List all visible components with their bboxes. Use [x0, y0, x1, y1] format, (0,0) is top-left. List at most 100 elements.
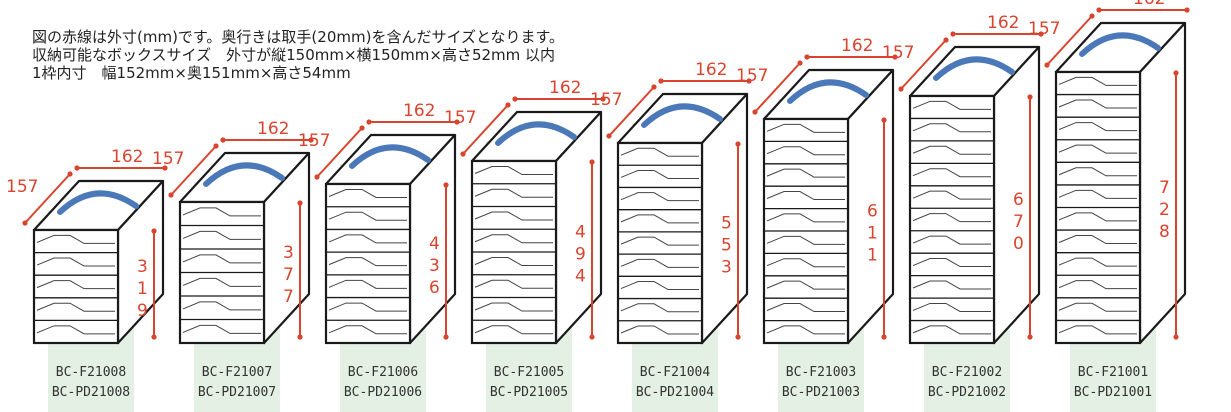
height-label-digit: 3	[721, 258, 732, 278]
height-label-digit: 4	[429, 234, 440, 254]
drawer-handle-cutout	[328, 257, 407, 267]
height-label-digit: 4	[575, 267, 586, 287]
dimension-endpoint	[162, 165, 168, 171]
height-label-digit: 7	[283, 287, 294, 307]
dimension-endpoint	[297, 334, 303, 340]
depth-label: 157	[6, 177, 38, 197]
dimension-endpoint	[297, 200, 303, 206]
drawer-handle-cutout	[912, 325, 991, 335]
carry-handle	[57, 190, 139, 215]
front-face	[324, 182, 412, 345]
carry-handle	[641, 103, 723, 128]
drawer-handle-cutout	[1058, 122, 1137, 132]
drawer-handle-cutout	[328, 325, 407, 335]
product-code-1: BC-F21006	[348, 365, 418, 380]
dimension-endpoint	[443, 182, 449, 188]
height-label-digit: 2	[1159, 200, 1170, 220]
drawer-handle-cutout	[766, 303, 845, 313]
drawer-handle-cutout	[912, 213, 991, 223]
drawer-handle-cutout	[620, 236, 699, 246]
depth-dimension-line	[900, 39, 947, 90]
depth-label: 157	[152, 149, 184, 169]
height-label-digit: 3	[283, 243, 294, 263]
dimension-endpoint	[658, 78, 664, 84]
product-code-1: BC-F21002	[932, 365, 1002, 380]
drawer-handle-cutout	[328, 188, 407, 198]
front-face	[908, 94, 996, 345]
depth-label: 157	[736, 66, 768, 86]
dimension-endpoint	[454, 119, 460, 125]
depth-dimension-line	[24, 173, 71, 224]
carry-handle	[1079, 32, 1161, 57]
drawer-handle-cutout	[1058, 144, 1137, 154]
dimension-endpoint	[512, 96, 518, 102]
height-label-digit: 1	[867, 224, 878, 244]
product-code-1: BC-F21001	[1078, 365, 1148, 380]
height-label-digit: 1	[137, 279, 148, 299]
drawer-handle-cutout	[1058, 257, 1137, 267]
intro-line-1: 図の赤線は外寸(mm)です。奥行きは取手(20mm)を含んだサイズとなります。	[32, 28, 565, 46]
drawer-handle-cutout	[620, 258, 699, 268]
dimension-endpoint	[804, 54, 810, 60]
drawer-handle-cutout	[328, 279, 407, 289]
depth-dimension-line	[170, 145, 217, 196]
dimension-endpoint	[1038, 31, 1044, 37]
drawer-handle-cutout	[474, 279, 553, 289]
height-label-digit: 5	[721, 214, 732, 234]
height-label-digit: 8	[1159, 222, 1170, 242]
dimension-endpoint	[950, 31, 956, 37]
drawer-handle-cutout	[182, 207, 261, 217]
height-label-digit: 6	[867, 202, 878, 222]
drawer-handle-cutout	[328, 234, 407, 244]
drawer-handle-cutout	[474, 325, 553, 335]
dimension-endpoint	[1089, 13, 1095, 19]
depth-dimension-line	[754, 62, 801, 113]
drawer-handle-cutout	[620, 303, 699, 313]
drawer-handle-cutout	[474, 302, 553, 312]
product-code-1: BC-F21007	[202, 365, 272, 380]
drawer-handle-cutout	[36, 302, 115, 312]
drawer-handle-cutout	[36, 234, 115, 244]
drawer-handle-cutout	[766, 213, 845, 223]
dimension-endpoint	[735, 334, 741, 340]
dimension-endpoint	[606, 133, 612, 139]
dimension-endpoint	[22, 220, 28, 226]
dimension-endpoint	[1184, 7, 1190, 13]
dimension-endpoint	[752, 109, 758, 115]
product-code-2: BC-PD21005	[490, 385, 568, 400]
dimension-endpoint	[168, 192, 174, 198]
dimension-endpoint	[1173, 334, 1179, 340]
width-label: 162	[695, 60, 727, 80]
dimension-endpoint	[898, 86, 904, 92]
width-label: 162	[111, 147, 143, 167]
dimension-endpoint	[892, 54, 898, 60]
height-label-digit: 0	[1013, 234, 1024, 254]
carry-handle	[203, 162, 285, 187]
dimension-endpoint	[213, 143, 219, 149]
drawer-handle-cutout	[1058, 167, 1137, 177]
height-label-digit: 3	[137, 257, 148, 277]
drawer-handle-cutout	[620, 214, 699, 224]
height-label-digit: 9	[575, 245, 586, 265]
dimension-endpoint	[589, 334, 595, 340]
drawer-handle-cutout	[474, 188, 553, 198]
dimension-endpoint	[881, 117, 887, 123]
drawer-handle-cutout	[182, 254, 261, 264]
width-label: 162	[403, 101, 435, 121]
drawer-handle-cutout	[1058, 325, 1137, 335]
width-label: 162	[257, 119, 289, 139]
drawer-handle-cutout	[912, 145, 991, 155]
drawer-handle-cutout	[1058, 99, 1137, 109]
carry-handle	[787, 79, 869, 104]
dimension-endpoint	[443, 334, 449, 340]
height-label-digit: 7	[1159, 178, 1170, 198]
dimension-endpoint	[308, 137, 314, 143]
drawer-handle-cutout	[912, 100, 991, 110]
drawer-handle-cutout	[912, 280, 991, 290]
drawer-handle-cutout	[912, 123, 991, 133]
drawer-handle-cutout	[36, 325, 115, 335]
dimension-endpoint	[74, 165, 80, 171]
product-code-2: BC-PD21002	[928, 385, 1006, 400]
